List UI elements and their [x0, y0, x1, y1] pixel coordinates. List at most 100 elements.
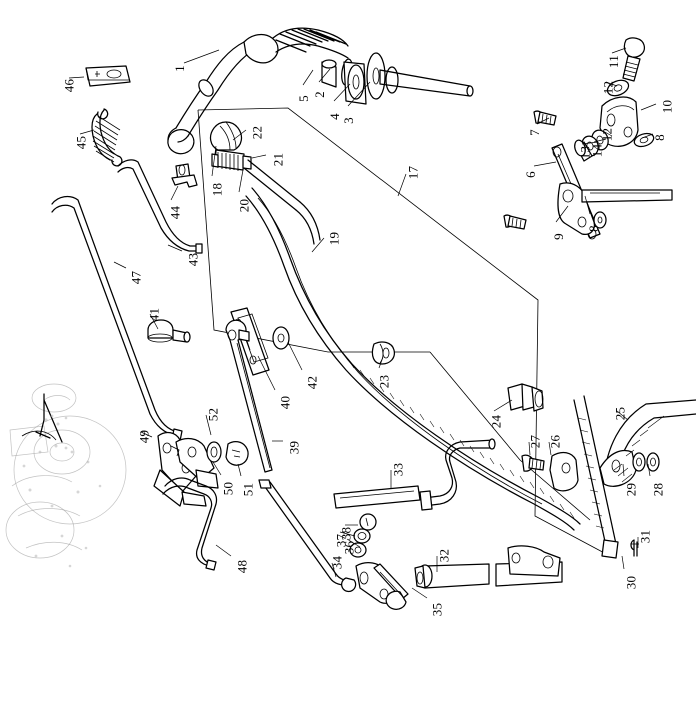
callout-tension-spring: 45	[73, 135, 89, 150]
part-link-plate-50	[195, 469, 219, 489]
leader-line-30	[621, 555, 625, 570]
part-frame-tube-25	[599, 399, 696, 487]
leader-line-25	[616, 410, 629, 421]
leader-line-2	[318, 68, 331, 83]
ghost-engine-sketch	[5, 383, 127, 568]
part-handle-lever-arm	[167, 33, 279, 155]
callout-pivot-bracket: 10	[659, 99, 675, 114]
leader-line-5	[302, 69, 314, 86]
part-washer-link-52	[206, 441, 222, 463]
callout-clevis-pin: 35	[429, 602, 445, 617]
callout-rubber-pad: 46	[61, 78, 77, 93]
part-main-shaft	[379, 69, 474, 97]
part-cable-clip-44	[171, 163, 198, 188]
callout-flat-link-bar: 6	[522, 171, 538, 178]
leader-line-10	[640, 103, 657, 111]
callout-plain-washer-lower: 8	[585, 225, 601, 232]
leader-line-48	[215, 544, 232, 557]
part-cable-clamp-23	[371, 341, 396, 365]
part-sleeve-tube-33	[333, 485, 421, 509]
leader-line-52	[205, 414, 212, 436]
callout-bell-crank: 34	[329, 555, 345, 570]
callout-spacer-collar: 2	[311, 91, 327, 98]
leader-line-6	[533, 161, 557, 167]
callout-slotted-bracket: 40	[277, 395, 293, 410]
leader-line-8	[584, 195, 591, 215]
leader-line-24	[493, 399, 513, 412]
callout-spring-seat-bush: 5	[295, 95, 311, 102]
callout-control-cable: 19	[326, 231, 342, 246]
leader-line-43	[167, 244, 183, 252]
part-rubber-block-24	[507, 383, 544, 412]
part-bracket-assembly-49	[153, 431, 215, 507]
callout-friction-plate: 4	[326, 113, 342, 120]
callout-bent-rod-upper: 43	[185, 252, 201, 267]
callout-washer-mid: 12	[599, 127, 615, 142]
leader-line-20	[238, 169, 244, 193]
part-grip-tube-32	[414, 563, 490, 589]
callout-long-control-rod: 39	[286, 440, 302, 455]
callout-cable-clamp: 23	[376, 374, 392, 389]
callout-threaded-ferrule: 21	[270, 152, 286, 167]
part-friction-plate-4	[343, 61, 367, 105]
callout-knob-housing: 22	[249, 125, 265, 140]
part-bent-rod-43	[117, 159, 203, 254]
leader-line-19	[311, 237, 325, 253]
leader-line-50	[212, 461, 222, 476]
part-control-cable-19	[245, 187, 581, 531]
leader-line-12	[602, 130, 613, 137]
callout-offset-lever-rod: 48	[234, 559, 250, 574]
part-cap-nut-38	[359, 513, 377, 531]
leader-line-3	[347, 81, 371, 107]
part-plain-washer-8	[593, 211, 607, 229]
part-bolt-7-lower	[503, 214, 527, 230]
part-knob-housing-22	[209, 121, 243, 151]
callout-flat-washer: 42	[304, 375, 320, 390]
leader-line-22	[232, 129, 247, 141]
leader-line-40	[257, 355, 276, 391]
part-lock-washer-29	[632, 452, 646, 472]
callout-grip-tube: 32	[436, 548, 452, 563]
part-adjuster-knob-51	[225, 440, 249, 466]
leader-line-49	[140, 431, 153, 438]
callout-adjuster-knob: 51	[240, 482, 256, 497]
callout-washer-frame: 28	[650, 482, 666, 497]
part-tension-spring-45	[91, 108, 123, 167]
part-right-grip-tube	[495, 545, 563, 587]
part-bolt-7-upper	[533, 110, 557, 126]
leader-line-44	[170, 185, 179, 201]
part-washer-8-right	[633, 132, 655, 148]
part-threaded-ferrule-21	[211, 149, 252, 171]
callout-hex-head-bolt: 11	[606, 54, 622, 69]
leader-line-14	[593, 138, 607, 143]
leader-line-4	[333, 83, 351, 102]
leader-line-47	[113, 261, 127, 269]
leader-line-36	[346, 538, 361, 548]
part-shaft-rod-20	[243, 159, 321, 245]
leader-line-11	[611, 47, 627, 54]
leader-line-7	[536, 117, 550, 125]
callout-sleeve-tube: 33	[390, 462, 406, 477]
callout-cap-nut: 38	[338, 526, 354, 541]
part-knob-screw-41	[147, 319, 191, 343]
leader-line-45	[79, 129, 95, 135]
leader-line-46	[68, 76, 85, 79]
callout-link-plate: 50	[220, 481, 236, 496]
callout-outline-boundary: 17	[405, 165, 421, 180]
part-pivot-pin-27	[521, 454, 545, 472]
leader-line-1	[183, 49, 220, 64]
callout-ball-knob: 18	[209, 182, 225, 197]
callout-rubber-block: 24	[488, 414, 504, 429]
callout-cable-clip: 44	[167, 205, 183, 220]
leader-line-13	[581, 141, 599, 145]
part-hex-head-bolt-11	[622, 37, 646, 82]
part-lower-long-rod	[258, 479, 357, 593]
part-mounting-plate-26	[549, 451, 579, 492]
leader-line-34	[331, 562, 337, 578]
part-side-rail	[581, 189, 673, 203]
leader-line-35	[411, 587, 428, 599]
leader-line-51	[237, 463, 242, 477]
part-washer-36	[349, 542, 367, 558]
callout-short-link: 9	[550, 233, 566, 240]
part-friction-disc-3	[366, 52, 399, 100]
